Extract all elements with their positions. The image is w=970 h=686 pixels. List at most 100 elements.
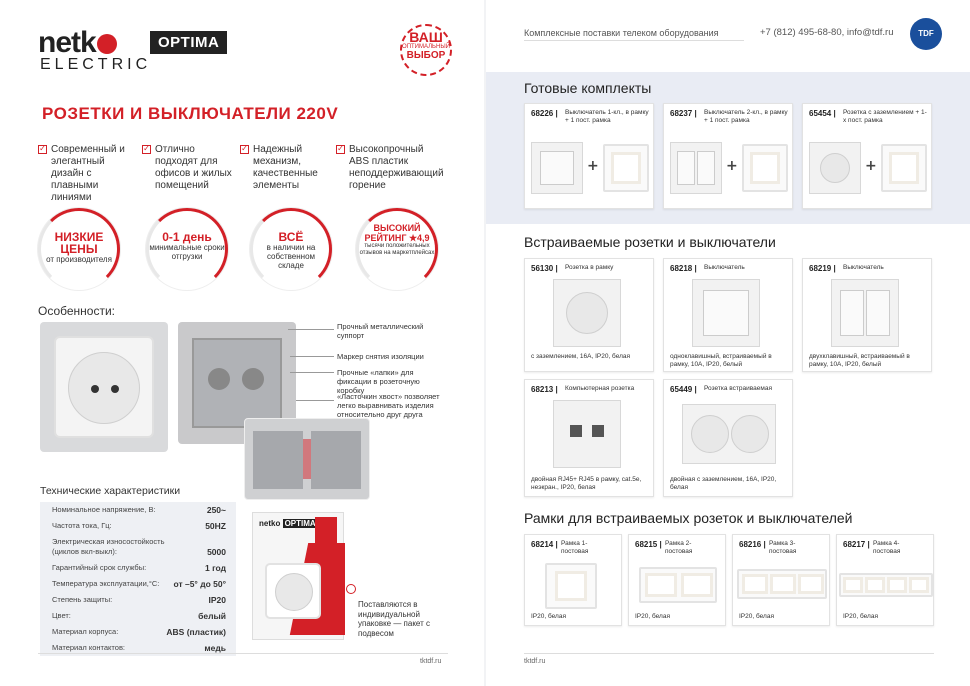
header-divider: [524, 40, 744, 41]
logo-subtitle: ELECTRIC: [40, 56, 152, 73]
product-code: 68237 |: [670, 109, 697, 118]
spec-value: 50HZ: [205, 521, 226, 531]
frame-inner: [645, 573, 677, 597]
benefit-title: ВСЁ: [278, 230, 304, 244]
feature-text: Надежный механизм, качественные элементы: [253, 144, 318, 191]
package-note: Поставляются в индивидуальной упаковке —…: [358, 600, 430, 638]
product-desc: Выключатель: [843, 264, 884, 271]
frame-card: 68215 | Рамка 2-постовая IP20, белая: [628, 534, 726, 626]
product-spec: IP20, белая: [635, 613, 670, 620]
logo-text: netk: [38, 26, 97, 59]
pointer-icon: [346, 584, 356, 594]
spec-key: Гарантийный срок службы:: [52, 563, 147, 572]
spec-row: Цвет: белый: [40, 608, 236, 624]
checkbox-icon: ✓: [336, 144, 345, 154]
socket-face: [820, 153, 850, 183]
feature-text: Современный и элегантный дизайн с плавны…: [51, 144, 125, 203]
product-code: 68217 |: [843, 540, 870, 549]
package-socket: [265, 563, 321, 619]
kit-card: 65454 | Розетка с заземлением + 1-х пост…: [802, 103, 932, 209]
tdf-logo: TDF: [910, 18, 942, 50]
frame-inner: [555, 571, 587, 601]
callout-line: [290, 356, 334, 357]
product-spec: одноклавишный, встраиваемый в рамку, 10А…: [670, 353, 772, 368]
left-page: netk OPTIMA ELECTRIC ВАШ ОПТИМАЛЬНЫЙ ВЫБ…: [0, 0, 484, 686]
rj45-port: [592, 425, 604, 437]
badge-line3: ВЫБОР: [406, 50, 446, 61]
package-photo: netko OPTIMA: [252, 512, 345, 640]
spec-value: 1 год: [205, 563, 226, 573]
spec-value: 250~: [206, 505, 226, 515]
switch-image: [670, 142, 722, 194]
spec-key: Материал контактов:: [52, 643, 126, 652]
product-desc: Компьютерная розетка: [565, 385, 635, 392]
spec-value: IP20: [208, 595, 227, 605]
product-spec: IP20, белая: [531, 613, 566, 620]
optimal-choice-badge: ВАШ ОПТИМАЛЬНЫЙ ВЫБОР: [400, 24, 452, 76]
spec-key: Номинальное напряжение, В:: [52, 505, 156, 514]
plus-icon: +: [587, 158, 599, 174]
product-desc: Рамка 3-постовая: [769, 540, 797, 555]
frame-inner: [843, 577, 863, 593]
benefit-text: в наличии на собственном складе: [266, 243, 316, 270]
feature-text: Отлично подходят для офисов и жилых поме…: [155, 144, 232, 191]
socket-face: [275, 573, 313, 611]
product-card: 56130 | Розетка в рамку с заземлением, 1…: [524, 258, 654, 372]
mechanism-left: [253, 431, 303, 489]
socket-face: [731, 415, 769, 453]
socket-face: [68, 352, 140, 424]
product-desc: Рамка 2-постовая: [665, 540, 693, 555]
spec-row: Номинальное напряжение, В: 250~: [40, 502, 236, 518]
product-code: 56130 |: [531, 264, 558, 273]
plus-icon: +: [726, 158, 738, 174]
spec-row: Гарантийный срок службы: 1 год: [40, 560, 236, 576]
section-title: Рамки для встраиваемых розеток и выключа…: [524, 510, 853, 526]
specs-table: Номинальное напряжение, В:250~ Частота т…: [40, 502, 236, 656]
annotation: «Ласточкин хвост» позволяет легко выравн…: [337, 392, 440, 419]
netko-logo: netk OPTIMA ELECTRIC: [38, 26, 228, 73]
product-code: 68213 |: [531, 385, 558, 394]
checkbox-icon: ✓: [142, 144, 151, 154]
spec-value: 5000: [207, 547, 226, 557]
switch-key: [677, 151, 695, 185]
product-card: 65449 | Розетка встраиваемая двойная с з…: [663, 379, 793, 497]
product-code: 68219 |: [809, 264, 836, 273]
kit-card: 68237 | Выключатель 2-кл., в рамку + 1 п…: [663, 103, 793, 209]
product-code: 68218 |: [670, 264, 697, 273]
switch-image: [831, 279, 899, 347]
product-desc: Рамка 4-постовая: [873, 540, 901, 555]
product-desc: Рамка 1-постовая: [561, 540, 589, 555]
feature-item: ✓ Отлично подходят для офисов и жилых пом…: [142, 144, 234, 192]
frame-inner: [742, 574, 768, 594]
spec-key: Цвет:: [52, 611, 71, 620]
product-spec: IP20, белая: [843, 613, 878, 620]
product-code: 68214 |: [531, 540, 558, 549]
frame-inner: [865, 577, 885, 593]
switch-key: [703, 290, 749, 336]
socket-face: [566, 292, 608, 334]
product-spec: двойная с заземлением, 16А, IP20, белая: [670, 476, 777, 491]
frame-image: [545, 563, 597, 609]
feature-text: Высокопрочный ABS пластик неподдерживающ…: [349, 144, 444, 191]
switch-key: [840, 290, 864, 336]
terminal: [208, 368, 230, 390]
rj45-socket-image: [553, 400, 621, 468]
feature-item: ✓Современный и элегантный дизайн с плавн…: [38, 144, 130, 204]
spec-key: Степень защиты:: [52, 595, 113, 604]
benefit-title: НИЗКИЕ ЦЕНЫ: [54, 230, 104, 256]
product-desc: Розетка в рамку: [565, 264, 614, 271]
socket-image: [553, 279, 621, 347]
product-code: 68216 |: [739, 540, 766, 549]
spec-value: белый: [198, 611, 226, 621]
frame-inner: [611, 152, 641, 184]
dovetail-highlight: [303, 439, 311, 479]
package-tag: [315, 517, 337, 543]
checkbox-icon: ✓: [240, 144, 249, 154]
feature-item: ✓ Высокопрочный ABS пластик неподдерживаю…: [336, 144, 446, 192]
frame-card: 68216 | Рамка 3-постовая IP20, белая: [732, 534, 830, 626]
product-card: 68213 | Компьютерная розетка двойная RJ4…: [524, 379, 654, 497]
